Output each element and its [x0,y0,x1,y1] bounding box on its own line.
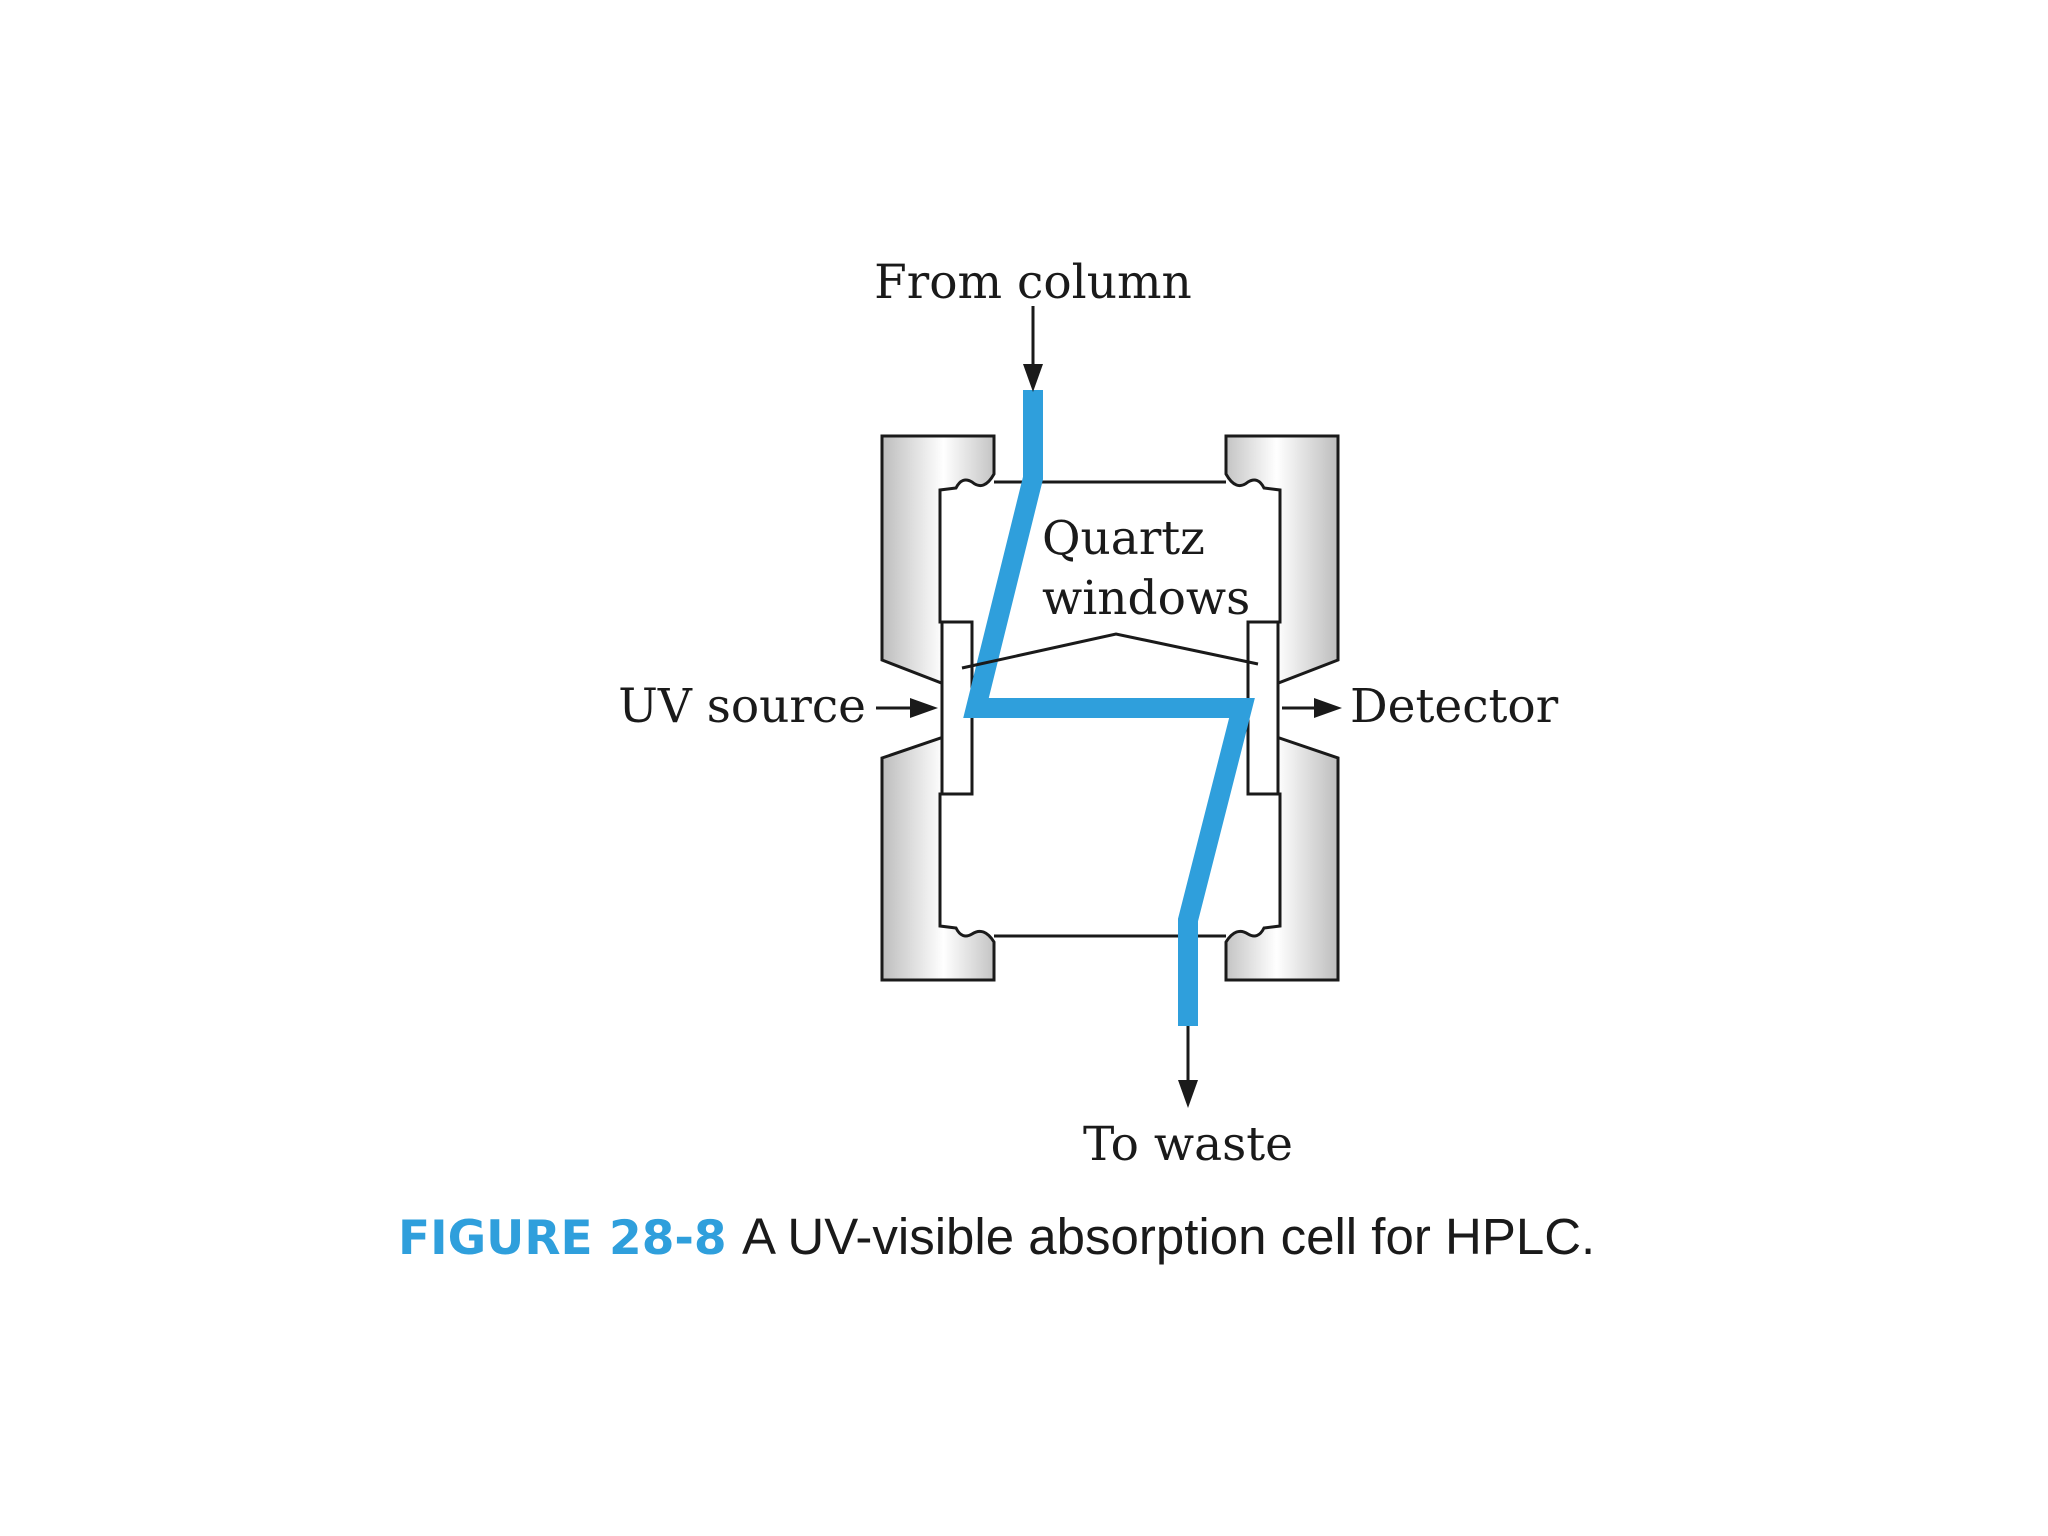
label-quartz-line2: windows [1042,571,1250,626]
housing-block-upper-right [1224,434,1340,697]
housing-block-lower-right [1224,725,1340,982]
caption-text: A UV-visible absorption cell for HPLC. [742,1208,1595,1265]
label-to-waste: To waste [1083,1117,1293,1172]
flow-path [963,390,1255,1026]
housing-block-upper-left [880,434,996,697]
caption-number: FIGURE 28-8 [398,1211,727,1266]
label-uv-source: UV source [618,679,866,734]
label-detector: Detector [1350,679,1559,734]
figure-caption: FIGURE 28-8 A UV-visible absorption cell… [398,1208,1595,1266]
quartz-window-right [1246,620,1280,796]
from-column-arrowhead [1023,364,1043,392]
label-quartz-line1: Quartz [1042,511,1205,566]
detector-arrowhead [1314,698,1342,718]
uv-source-arrowhead [910,698,938,718]
to-waste-arrowhead [1178,1080,1198,1108]
housing-block-lower-left [880,725,996,982]
quartz-leader-lines [961,632,1259,670]
label-from-column: From column [874,255,1192,310]
